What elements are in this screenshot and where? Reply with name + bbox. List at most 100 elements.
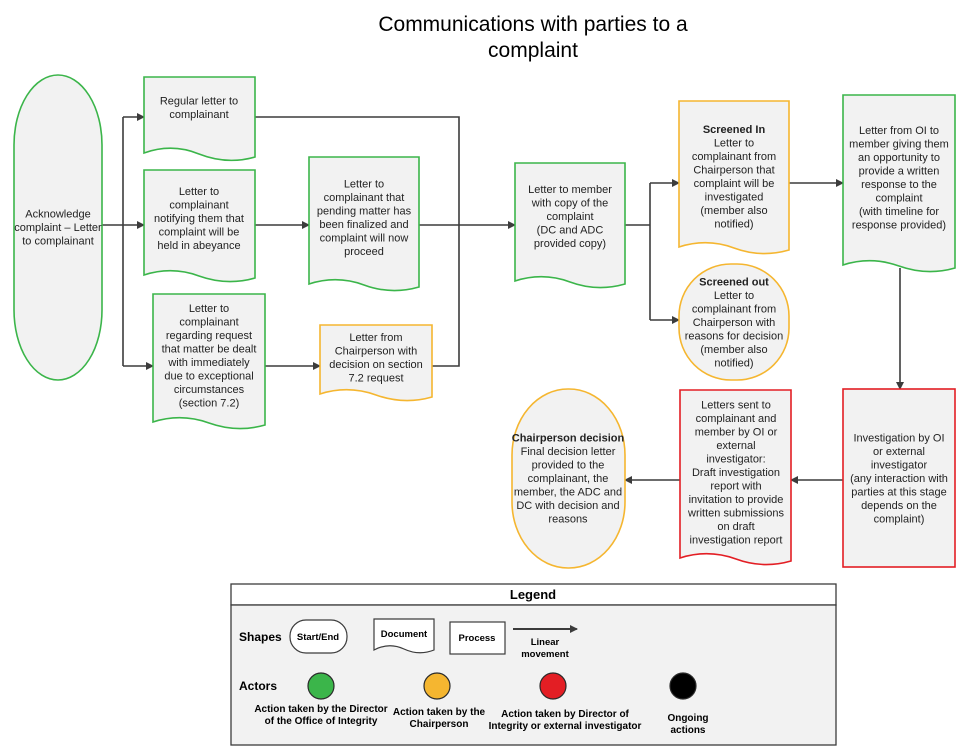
node-text-line: regarding request (166, 330, 252, 342)
node-text-line: (member also (700, 344, 767, 356)
legend-start-end-label: Start/End (297, 632, 339, 643)
legend-linear-label-2: movement (521, 649, 569, 660)
node-text-line: proceed (344, 246, 384, 258)
node-text-line: Draft investigation (692, 467, 780, 479)
node-text-line: complaint – Letter (14, 222, 102, 234)
diagram-title-line-1: Communications with parties to a (378, 13, 688, 36)
legend: Legend Shapes Start/End Document Process… (230, 583, 837, 746)
legend-red-dot-icon (539, 672, 567, 700)
node-text-line: external (716, 440, 755, 452)
node-regular-letter-text: Regular letter to complainant (160, 95, 238, 121)
node-text-line: Letter to (714, 137, 754, 149)
node-text-line: or external (873, 446, 925, 458)
node-text-line: complaint (546, 211, 593, 223)
node-text-line: (any interaction with (850, 473, 948, 485)
legend-start-end-shape (289, 619, 348, 654)
node-text-line: complainant (169, 109, 228, 121)
legend-green-dot-icon (307, 672, 335, 700)
node-text-line: provide a written (859, 165, 940, 177)
node-text-line: due to exceptional (164, 370, 253, 382)
legend-actor-red-line-1: Action taken by Director of (501, 709, 629, 720)
node-text-line: report with (710, 481, 761, 493)
node-text-line: an opportunity to (858, 152, 940, 164)
node-text-line: Letter to (179, 186, 219, 198)
legend-process-shape (449, 621, 506, 655)
diagram-title-line-2: complaint (488, 39, 578, 62)
node-text-line: complaint) (874, 514, 925, 526)
node-text-line: provided copy) (534, 238, 606, 250)
node-text-line: Acknowledge (25, 209, 90, 221)
node-member-copy-letter: Letter to member with copy of thecomplain… (514, 162, 626, 289)
legend-yellow-dot-icon (423, 672, 451, 700)
node-text-line: on draft (717, 521, 754, 533)
connectors (102, 113, 904, 484)
node-text-line: complainant, the (528, 473, 609, 485)
node-text-line: to complainant (22, 236, 94, 248)
node-text-line: invitation to provide (689, 494, 784, 506)
node-text-line: Letter to (189, 303, 229, 315)
node-text-line: decision on section (329, 359, 423, 371)
node-text-line: response provided) (852, 219, 946, 231)
node-text-line: 7.2 request (348, 372, 403, 384)
node-text-line: been finalized and (319, 219, 408, 231)
node-text-line: Chairperson with (693, 317, 776, 329)
node-text-line: written submissions (687, 508, 784, 520)
node-text-line: that matter be dealt (162, 343, 257, 355)
node-text-line: member, the ADC and (514, 487, 622, 499)
node-text-line: notifying them that (154, 213, 244, 225)
node-text-line: Regular letter to (160, 95, 238, 107)
node-text-line: depends on the (861, 500, 937, 512)
node-heading: Screened out (699, 277, 769, 289)
node-text-line: pending matter has (317, 205, 412, 217)
node-text-line: investigator (871, 460, 928, 472)
legend-actors-label: Actors (239, 679, 277, 693)
legend-actor-green-line-1: Action taken by the Director (254, 704, 387, 715)
node-text-line: circumstances (174, 384, 245, 396)
node-text-line: with copy of the (531, 198, 608, 210)
node-regular-letter: Regular letter to complainant (143, 76, 256, 162)
node-text-line: parties at this stage (851, 487, 946, 499)
node-text-line: (member also (700, 205, 767, 217)
node-text-line: with immediately (167, 357, 250, 369)
node-text-line: complaint will now (320, 232, 409, 244)
node-text-line: Letter from (349, 332, 402, 344)
node-text-line: notified) (714, 358, 753, 370)
legend-actor-yellow-line-1: Action taken by the (393, 707, 486, 718)
legend-actor-yellow-line-2: Chairperson (410, 719, 469, 730)
node-text-line: complaint (875, 192, 922, 204)
legend-shapes-label: Shapes (239, 630, 282, 644)
legend-black-dot-icon (669, 672, 697, 700)
legend-actor-black-line-1: Ongoing (667, 713, 708, 724)
node-text-line: complainant from (692, 151, 776, 163)
node-text-line: complainant that (324, 192, 405, 204)
node-text-line: Letter from OI to (859, 125, 939, 137)
node-text-line: reasons (548, 514, 588, 526)
node-text-line: Final decision letter (521, 446, 616, 458)
node-text-line: Chairperson that (693, 164, 774, 176)
node-text-line: member giving them (849, 138, 949, 150)
node-text-line: complainant from (692, 304, 776, 316)
node-text-line: investigated (705, 191, 764, 203)
node-text-line: investigator: (706, 454, 765, 466)
connector-chair72-to-merge (432, 225, 460, 367)
node-text-line: (with timeline for (859, 206, 939, 218)
node-heading: Screened In (703, 124, 766, 136)
node-text-line: Investigation by OI (853, 433, 944, 445)
node-text-line: Letter to member (528, 184, 612, 196)
